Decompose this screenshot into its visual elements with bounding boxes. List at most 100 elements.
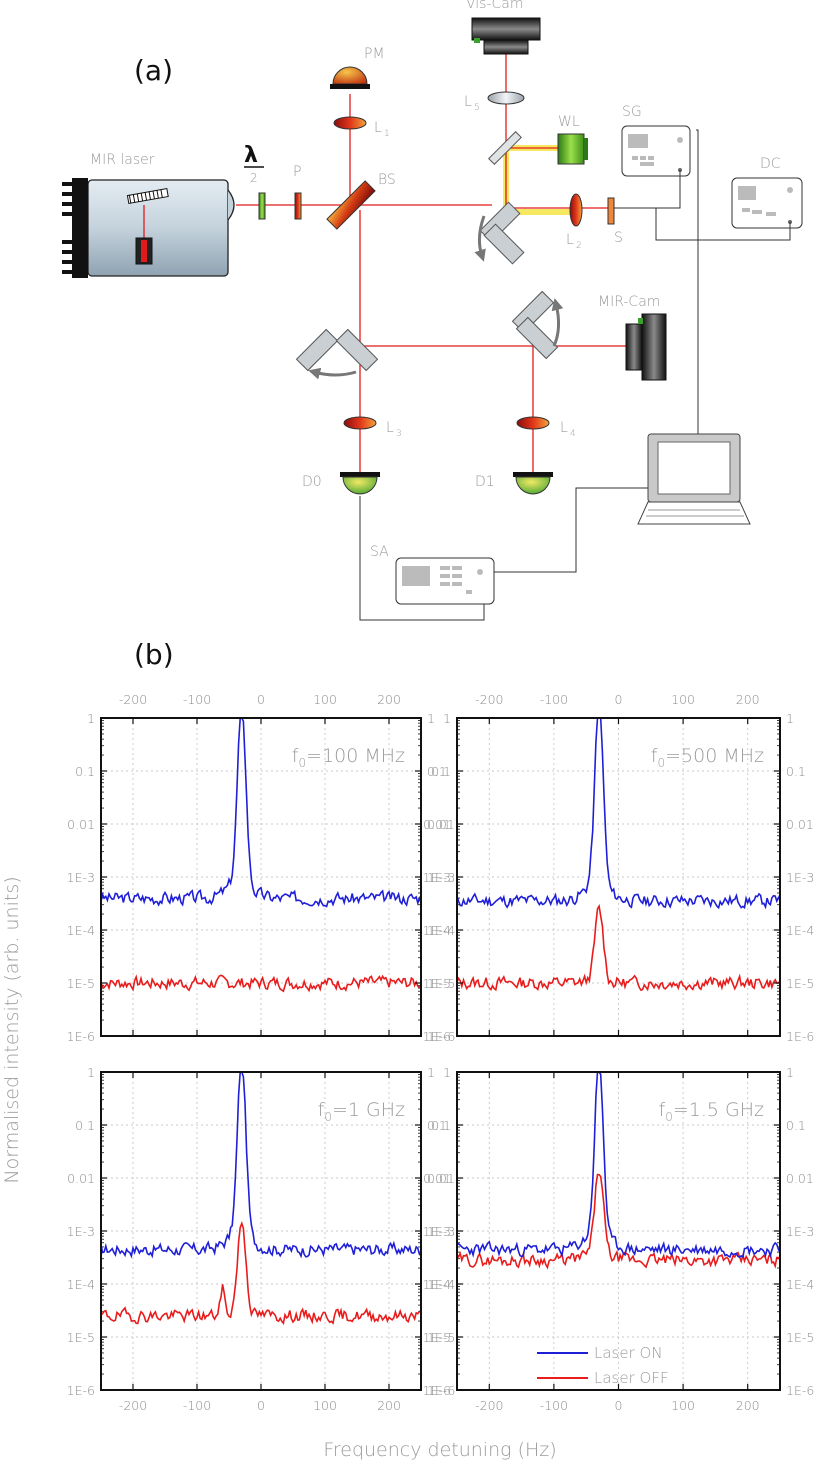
y-tick-label-right: 0.01: [786, 817, 814, 832]
y-tick-label-left: 0.1: [431, 1118, 451, 1133]
y-tick-label-left: 1E-5: [423, 1330, 451, 1345]
y-tick-label-left: 0.01: [423, 817, 451, 832]
bs-label: BS: [378, 172, 396, 188]
x-tick-label-bottom: 0: [257, 1398, 265, 1413]
detector-d1: D1: [475, 472, 553, 495]
y-tick-label-left: 1E-3: [67, 870, 95, 885]
y-tick-label-right: 1: [427, 1065, 435, 1080]
svg-text:L: L: [374, 120, 382, 136]
series-laser-on: [456, 717, 781, 910]
mir-cam-label: MIR-Cam: [598, 294, 660, 310]
dc-supply: DC: [731, 156, 803, 229]
x-tick-label-bottom: 200: [736, 1398, 760, 1413]
spectrum-analyzer: SA: [370, 544, 495, 605]
x-tick-label-top: -200: [119, 692, 147, 707]
computer: [637, 433, 751, 525]
y-tick-label-left: 1E-5: [423, 976, 451, 991]
panel-frequency-label: f0=1.5 GHz: [658, 1099, 764, 1124]
x-tick-label-top: 0: [257, 692, 265, 707]
signal-generator: SG: [621, 104, 691, 177]
glass-splitter: [488, 131, 522, 165]
y-tick-label-right: 1E-6: [786, 1029, 814, 1044]
x-tick-label-top: -200: [475, 692, 503, 707]
x-tick-label-top: 0: [615, 692, 623, 707]
y-tick-label-right: 1E-3: [427, 1224, 455, 1239]
y-tick-label-left: 1E-5: [67, 1330, 95, 1345]
y-tick-label-right: 1E-3: [786, 870, 814, 885]
half-wave-plate: λ 2: [244, 143, 266, 220]
lambda-denominator: 2: [250, 171, 258, 185]
panel-frequency-label: f0=500 MHz: [651, 745, 764, 770]
y-tick-label-right: 1E-4: [786, 923, 814, 938]
y-tick-label-right: 0.1: [427, 1118, 447, 1133]
panel-b-letter: (b): [134, 638, 174, 671]
sg-label: SG: [622, 104, 642, 120]
panel-a-letter: (a): [134, 54, 173, 87]
y-tick-label-right: 0.1: [786, 1118, 806, 1133]
x-tick-label-bottom: 100: [671, 1398, 695, 1413]
series-laser-off: [456, 903, 781, 992]
x-tick-label-bottom: -100: [183, 1398, 211, 1413]
x-tick-label-top: 200: [377, 692, 401, 707]
mir-camera: MIR-Cam: [598, 294, 667, 381]
x-tick-label-top: -100: [540, 692, 568, 707]
y-tick-label-left: 0.1: [431, 764, 451, 779]
y-tick-label-left: 1E-5: [67, 976, 95, 991]
lens-l4: L 4: [516, 416, 576, 439]
svg-text:3: 3: [396, 429, 402, 439]
svg-text:L: L: [566, 232, 574, 248]
sample: S: [607, 197, 623, 246]
lens-l2: L 2: [566, 193, 583, 251]
series-laser-on: [456, 1071, 781, 1259]
svg-text:L: L: [464, 94, 472, 110]
series-laser-on: [100, 1071, 422, 1259]
y-tick-label-right: 1E-5: [427, 1330, 455, 1345]
sa-label: SA: [370, 544, 389, 560]
y-tick-label-left: 0.1: [75, 1118, 95, 1133]
x-tick-label-bottom: -100: [540, 1398, 568, 1413]
x-tick-label-top: 200: [736, 692, 760, 707]
x-axis-label: Frequency detuning (Hz): [323, 1439, 556, 1461]
x-tick-label-top: 100: [313, 692, 337, 707]
series-laser-on: [100, 717, 422, 908]
d1-label: D1: [475, 474, 495, 490]
pm-label: PM: [364, 46, 385, 62]
y-tick-label-right: 1E-3: [786, 1224, 814, 1239]
y-tick-label-left: 1E-3: [67, 1224, 95, 1239]
y-tick-label-left: 1E-6: [67, 1383, 95, 1398]
y-tick-label-left: 0.01: [423, 1171, 451, 1186]
x-tick-label-top: -100: [183, 692, 211, 707]
y-tick-label-right: 1: [427, 711, 435, 726]
svg-text:1: 1: [384, 129, 390, 139]
series-laser-off: [456, 1173, 781, 1270]
y-tick-label-left: 1: [87, 711, 95, 726]
cables: [359, 129, 791, 621]
series-laser-off: [100, 1220, 422, 1325]
lens-l1: L 1: [333, 116, 390, 139]
y-tick-label-right: 1E-4: [786, 1277, 814, 1292]
y-tick-label-right: 0.1: [786, 764, 806, 779]
y-tick-label-right: 1E-3: [427, 870, 455, 885]
x-tick-label-top: 100: [671, 692, 695, 707]
y-tick-label-left: 1: [443, 1065, 451, 1080]
dc-label: DC: [760, 156, 781, 172]
laser-beam-paths: [150, 30, 640, 476]
y-tick-label-right: 1E-6: [427, 1029, 455, 1044]
y-tick-label-right: 1E-5: [786, 976, 814, 991]
svg-text:L: L: [386, 420, 394, 436]
y-tick-label-left: 1E-4: [423, 923, 451, 938]
polarizer: P: [293, 164, 302, 220]
y-tick-label-right: 1E-5: [427, 976, 455, 991]
y-tick-label-left: 0.01: [67, 1171, 95, 1186]
y-tick-label-left: 1E-3: [423, 1224, 451, 1239]
y-tick-label-right: 1: [786, 711, 794, 726]
flip-mirror-lower-left: [295, 328, 379, 380]
y-tick-label-right: 0.1: [427, 764, 447, 779]
flip-mirror-lower-right: [511, 290, 564, 360]
y-tick-label-left: 1E-6: [423, 1029, 451, 1044]
